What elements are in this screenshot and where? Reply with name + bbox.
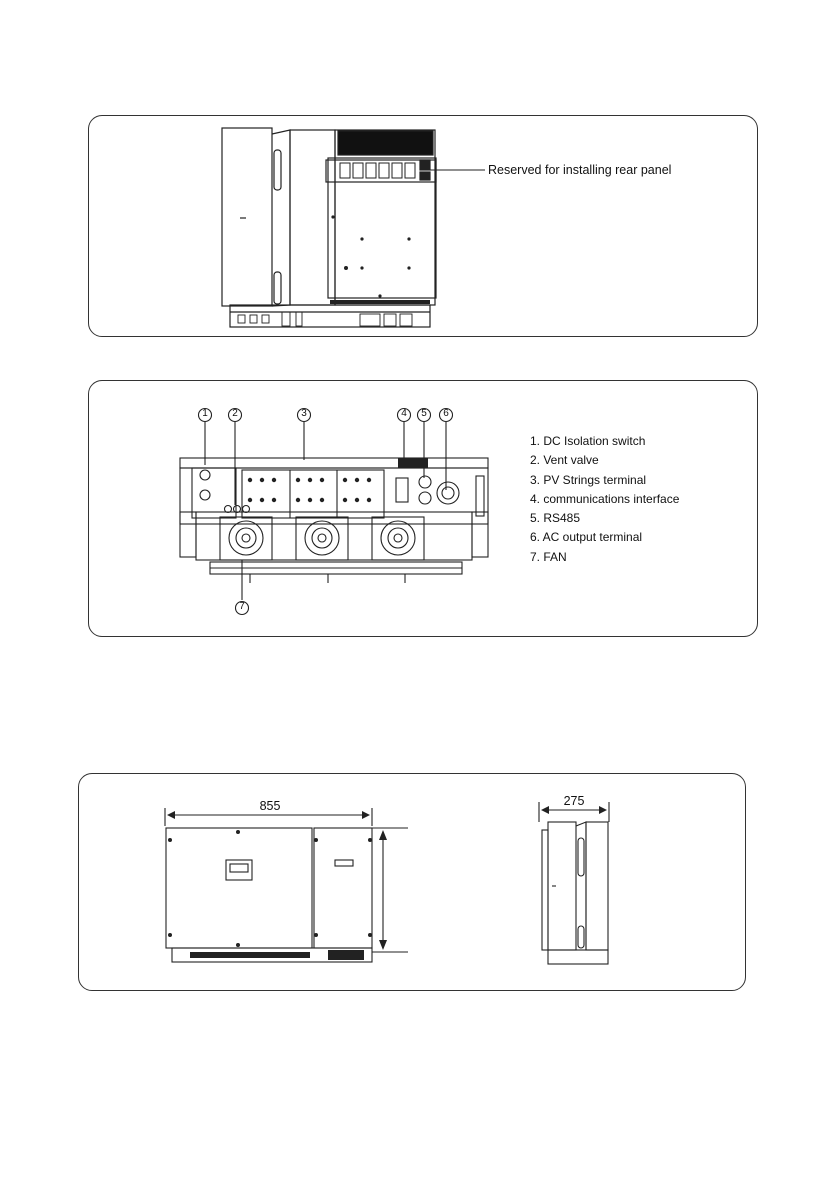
- legend-item: 3. PV Strings terminal: [530, 471, 679, 490]
- marker-7: 7: [238, 601, 246, 612]
- marker-4: 4: [400, 408, 408, 419]
- depth-dimension-label: 275: [554, 794, 594, 808]
- marker-6: 6: [442, 408, 450, 419]
- rear-view-panel: [88, 115, 758, 337]
- marker-2: 2: [231, 408, 239, 419]
- component-legend: 1. DC Isolation switch 2. Vent valve 3. …: [530, 432, 679, 567]
- marker-5: 5: [420, 408, 428, 419]
- legend-item: 6. AC output terminal: [530, 528, 679, 547]
- rear-panel-callout: Reserved for installing rear panel: [488, 163, 671, 177]
- legend-item: 5. RS485: [530, 509, 679, 528]
- legend-item: 2. Vent valve: [530, 451, 679, 470]
- legend-item: 7. FAN: [530, 548, 679, 567]
- width-dimension-label: 855: [240, 799, 300, 813]
- marker-1: 1: [201, 408, 209, 419]
- legend-item: 4. communications interface: [530, 490, 679, 509]
- dimensions-panel: [78, 773, 746, 991]
- legend-item: 1. DC Isolation switch: [530, 432, 679, 451]
- marker-3: 3: [300, 408, 308, 419]
